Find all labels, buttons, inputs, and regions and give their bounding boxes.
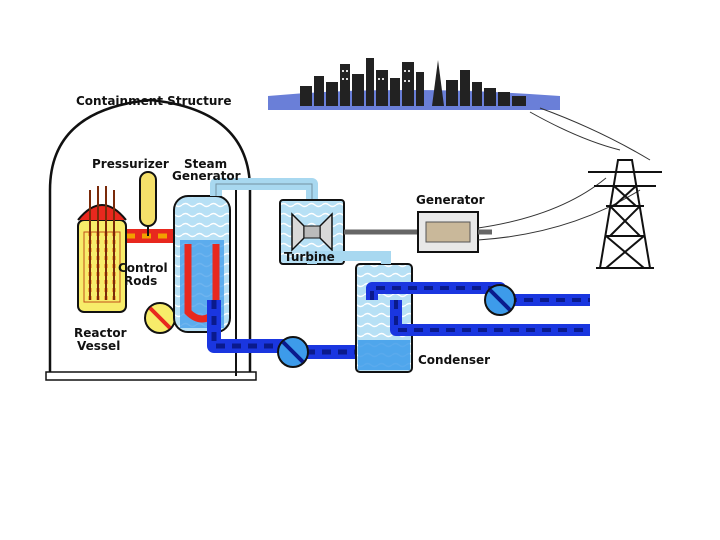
label-reactor-vessel-line2: Vessel: [77, 339, 120, 353]
label-control-rods-line1: Control: [118, 261, 168, 275]
reactor-vessel: [77, 204, 127, 313]
generator-icon: [417, 211, 479, 253]
turbine-icon: [279, 199, 345, 265]
city-skyline-icon: [268, 58, 560, 110]
label-condenser: Condenser: [418, 353, 490, 367]
label-generator: Generator: [416, 193, 485, 207]
label-containment-structure: Containment Structure: [76, 94, 231, 108]
condenser: [355, 263, 413, 373]
label-pressurizer: Pressurizer: [92, 157, 169, 171]
pressurizer: [139, 171, 157, 236]
pump-icon: [144, 302, 176, 334]
pump-icon: [484, 284, 516, 316]
pump-icon: [277, 336, 309, 368]
transmission-tower-icon: [588, 159, 662, 269]
control-rods: [89, 186, 115, 300]
label-steam-generator-line2: Generator: [172, 169, 241, 183]
label-turbine: Turbine: [284, 250, 335, 264]
cooling-water-return: [390, 300, 590, 336]
label-control-rods-line2: Rods: [124, 274, 157, 288]
steam-line: [210, 178, 318, 208]
containment-base: [45, 371, 257, 381]
feedwater-flow: [211, 300, 358, 355]
label-steam-generator-line1: Steam: [184, 157, 227, 171]
label-reactor-vessel-line1: Reactor: [74, 326, 127, 340]
steam-generator: [173, 195, 231, 333]
